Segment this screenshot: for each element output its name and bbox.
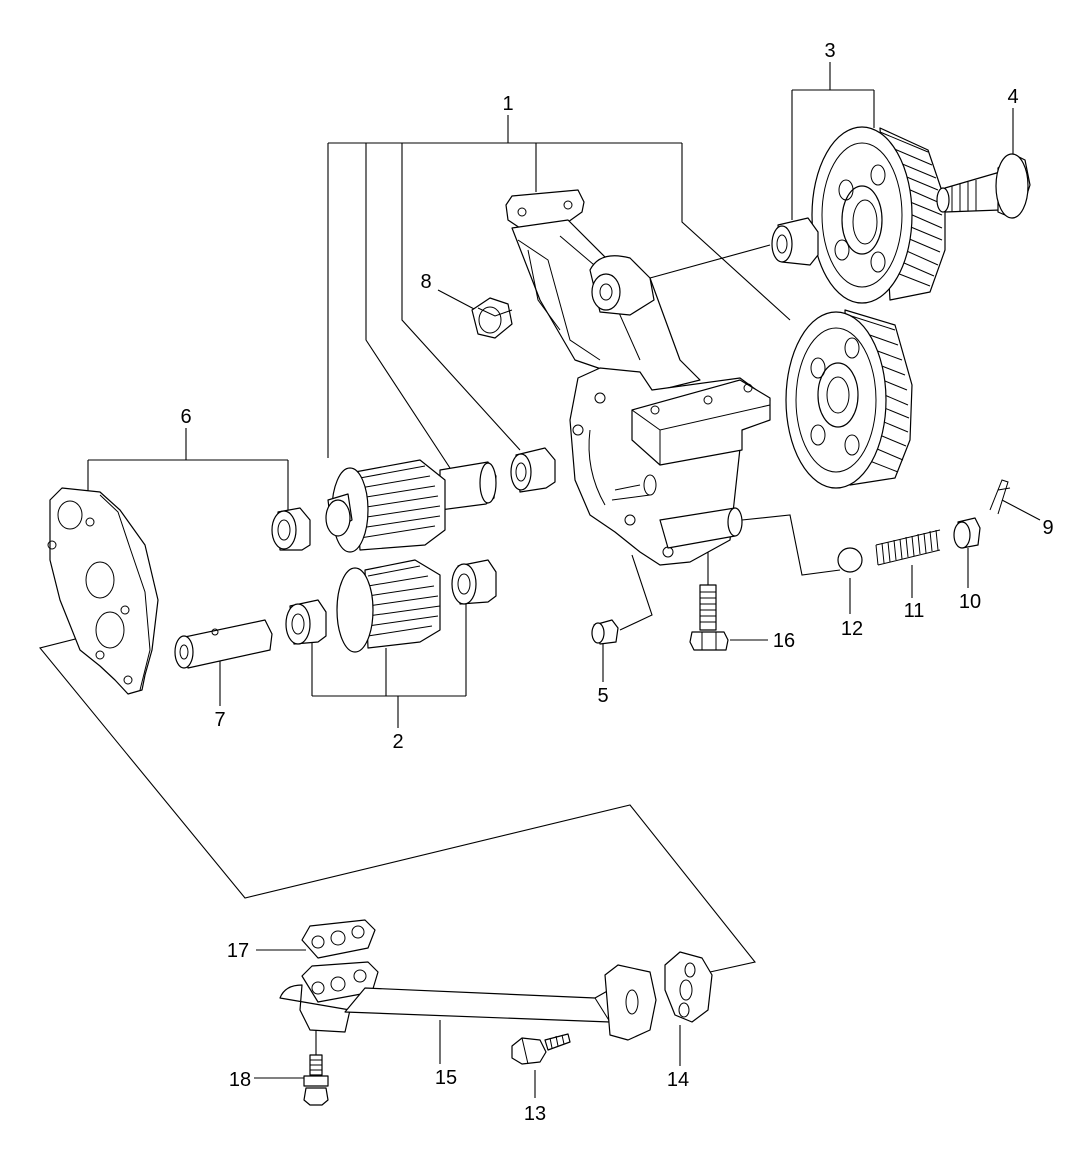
callout-11: 11 xyxy=(904,600,925,622)
callout-8: 8 xyxy=(420,271,431,293)
callout-1: 1 xyxy=(502,93,513,115)
callout-13: 13 xyxy=(524,1103,546,1125)
pump-driven-gear xyxy=(336,559,441,653)
callout-5: 5 xyxy=(597,685,608,707)
relief-valve-parts xyxy=(837,479,1011,573)
callout-10: 10 xyxy=(959,591,981,613)
idler-gear xyxy=(785,309,913,489)
callout-15: 15 xyxy=(435,1067,457,1089)
housing-bolt xyxy=(689,584,729,651)
callout-12: 12 xyxy=(841,618,863,640)
callout-2: 2 xyxy=(392,731,403,753)
oil-pipe-assembly xyxy=(279,919,713,1106)
callout-14: 14 xyxy=(667,1069,689,1091)
callout-16: 16 xyxy=(773,630,795,652)
callout-18: 18 xyxy=(229,1069,251,1091)
callout-9: 9 xyxy=(1042,517,1053,539)
leader-lines xyxy=(39,62,1041,1098)
drive-gear-upper xyxy=(771,126,946,304)
callout-3: 3 xyxy=(824,40,835,62)
bushings xyxy=(285,447,556,645)
hex-nut xyxy=(471,297,513,339)
callout-4: 4 xyxy=(1007,86,1018,108)
pump-body-housing xyxy=(505,189,771,566)
callout-7: 7 xyxy=(214,709,225,731)
gear-shaft-pin xyxy=(936,153,1031,219)
pump-drive-gear xyxy=(325,459,497,553)
callout-6: 6 xyxy=(180,406,191,428)
callout-labels: 1 2 3 4 5 6 7 8 9 10 11 12 13 14 15 16 1… xyxy=(180,40,1053,1125)
callout-17: 17 xyxy=(227,940,249,962)
driven-gear-shaft xyxy=(174,619,273,669)
small-sleeve xyxy=(591,619,619,645)
pump-cover xyxy=(47,487,311,695)
